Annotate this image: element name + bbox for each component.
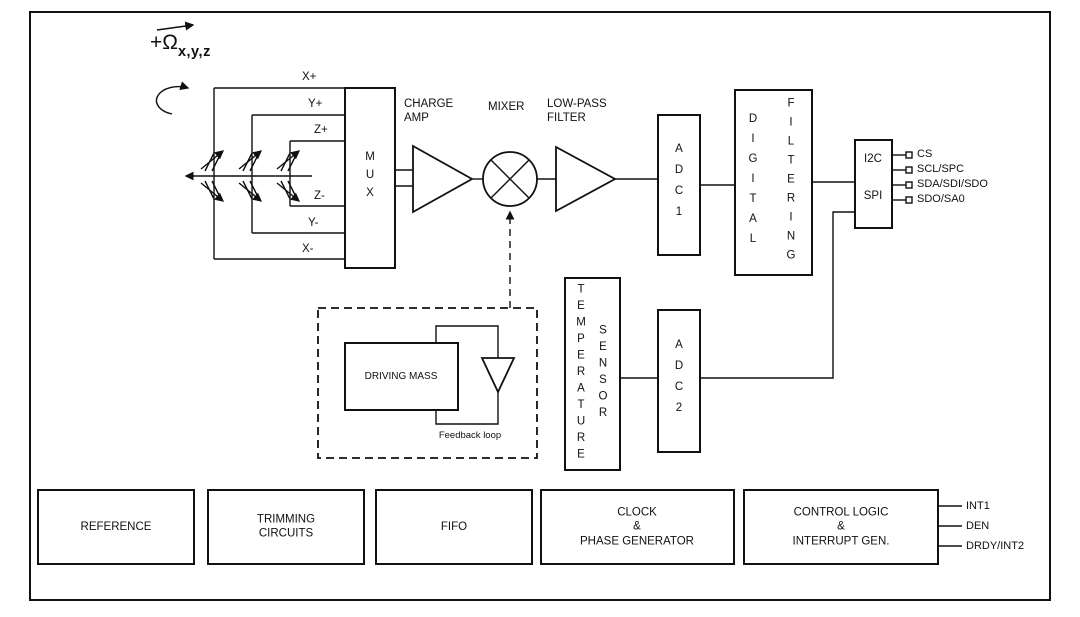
pin-label-scl: SCL/SPC (917, 163, 965, 175)
serial-interface-block (854, 139, 893, 229)
axes-label: x,y,z (177, 44, 211, 60)
feedback-loop-label: Feedback loop (438, 430, 502, 442)
reference-label: REFERENCE (80, 520, 152, 533)
diagram-border (29, 11, 1051, 601)
adc1-label: ADC1 (673, 143, 685, 227)
driving-mass-label: DRIVING MASS (364, 370, 438, 382)
mux-label: MUX (364, 151, 376, 205)
pin-pad-scl (905, 166, 913, 174)
pin-label-sda: SDA/SDI/SDO (917, 178, 988, 190)
feedback-wire (435, 392, 499, 425)
charge-amp-label: CHARGE AMP (404, 97, 453, 126)
trimming-label-line1: TRIMMING (256, 513, 316, 526)
mixer-cross (490, 159, 530, 199)
input-label-xminus: X- (302, 243, 314, 255)
fifo-block (375, 489, 533, 565)
control-label-line1: CONTROL LOGIC (793, 506, 889, 519)
input-label-yminus: Y- (308, 217, 319, 229)
fifo-label: FIFO (440, 520, 468, 533)
filtering-label: FILTERING (785, 97, 797, 269)
pin-label-int1: INT1 (966, 500, 990, 512)
lpf-label-line1: LOW-PASS (547, 98, 607, 110)
clock-phase-generator-block (540, 489, 735, 565)
trimming-label-line2: CIRCUITS (258, 528, 314, 540)
pin-pad-sda (905, 181, 913, 189)
low-pass-filter-label: LOW-PASS FILTER (547, 97, 607, 126)
control-label-line2: & (837, 520, 845, 533)
adc2-label: ADC2 (673, 339, 685, 423)
charge-amp-label-line1: CHARGE (404, 98, 454, 110)
drive-loop-box (317, 307, 538, 459)
input-label-yplus: Y+ (308, 98, 323, 110)
driving-mass-block (344, 342, 459, 411)
temperature-label: TEMPERATURE (575, 283, 587, 465)
adc1-block (657, 114, 701, 256)
control-logic-label: CONTROL LOGIC & INTERRUPT GEN. (793, 505, 890, 548)
clock-phase-generator-label: CLOCK & PHASE GENERATOR (580, 505, 694, 548)
i2c-label: I2C (864, 152, 882, 165)
feedback-amp-symbol (480, 357, 516, 395)
rotation-label: +Ωx,y,z (150, 31, 211, 60)
temperature-sensor-block (564, 277, 621, 471)
sense-arrow-icon (200, 182, 225, 202)
input-label-zminus: Z- (314, 190, 325, 202)
sense-arrow-icon (276, 150, 301, 170)
trimming-circuits-block (207, 489, 365, 565)
omega-symbol: +Ω (150, 31, 178, 54)
trimming-circuits-label: TRIMMING CIRCUITS (257, 513, 315, 542)
input-label-xplus: X+ (302, 71, 317, 83)
lpf-label-line2: FILTER (547, 112, 586, 125)
input-label-zplus: Z+ (314, 124, 328, 136)
sense-arrow-icon (238, 150, 263, 170)
pin-label-den: DEN (966, 520, 990, 532)
sense-arrow-icon (238, 182, 263, 202)
sense-arrow-icon (276, 182, 301, 202)
low-pass-filter-symbol (555, 145, 617, 213)
charge-amp-symbol (412, 144, 474, 214)
mixer-label: MIXER (488, 101, 525, 113)
clock-label-line2: & (633, 520, 641, 533)
reference-block (37, 489, 195, 565)
pin-label-drdy: DRDY/INT2 (966, 540, 1025, 552)
clock-label-line1: CLOCK (617, 506, 657, 519)
control-logic-block (743, 489, 939, 565)
feedback-wire (435, 325, 499, 358)
mux-block (344, 87, 396, 269)
omega-vector-arrow-icon (156, 21, 195, 31)
charge-amp-label-line2: AMP (404, 112, 429, 125)
adc2-block (657, 309, 701, 453)
digital-filtering-block (734, 89, 813, 276)
spi-label: SPI (863, 189, 883, 202)
pin-label-cs: CS (917, 148, 933, 160)
digital-label: DIGITAL (747, 113, 759, 253)
pin-pad-cs (905, 151, 913, 159)
pin-label-sdo: SDO/SA0 (917, 193, 965, 205)
adc2-to-interface-wire (700, 211, 855, 379)
control-label-line3: INTERRUPT GEN. (792, 535, 890, 548)
sensor-label: SENSOR (597, 324, 609, 424)
pin-pad-sdo (905, 196, 913, 204)
clock-label-line3: PHASE GENERATOR (580, 535, 694, 548)
rotation-arrow-icon (155, 81, 190, 115)
sense-arrow-icon (200, 150, 225, 170)
